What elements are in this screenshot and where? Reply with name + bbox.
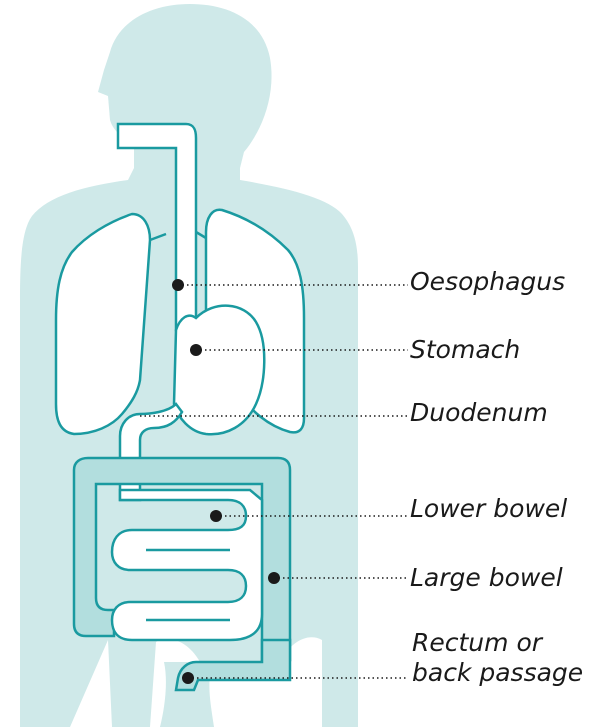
stomach (174, 306, 264, 435)
label-stomach: Stomach (410, 335, 520, 365)
label-oesophagus: Oesophagus (410, 267, 565, 297)
dot-large-bowel (268, 572, 280, 584)
dot-oesophagus (172, 279, 184, 291)
dot-rectum (182, 672, 194, 684)
label-duodenum: Duodenum (410, 398, 548, 428)
label-large-bowel: Large bowel (410, 563, 563, 593)
label-rectum-line2: back passage (412, 658, 583, 688)
dot-stomach (190, 344, 202, 356)
label-lower-bowel: Lower bowel (410, 494, 567, 524)
label-rectum: Rectum or back passage (412, 628, 583, 688)
label-rectum-line1: Rectum or (412, 628, 583, 658)
dot-lower-bowel (210, 510, 222, 522)
